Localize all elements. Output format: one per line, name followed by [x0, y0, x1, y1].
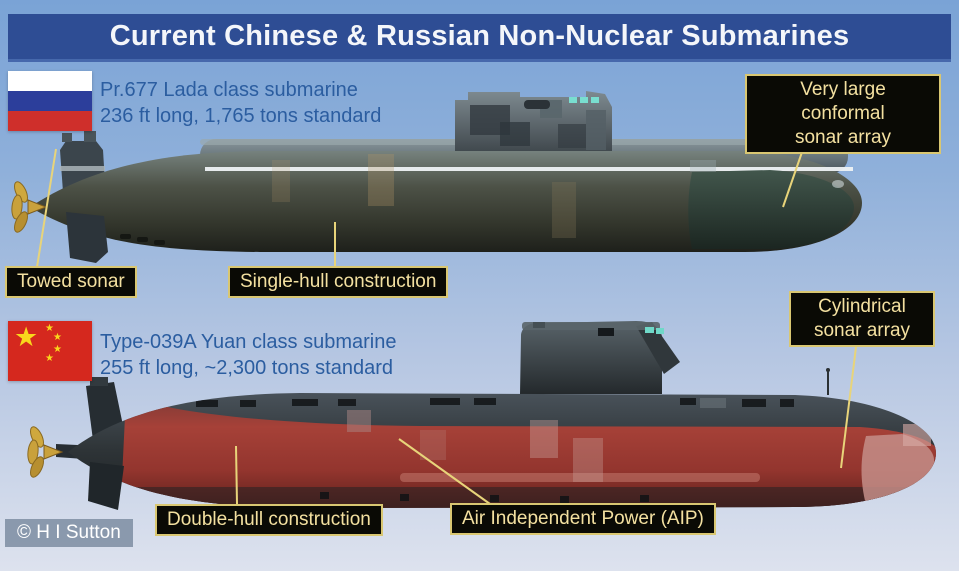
russian-sub-info: Pr.677 Lada class submarine 236 ft long,… [100, 77, 381, 129]
leader-lines [36, 128, 857, 505]
russia-flag-red-stripe [8, 111, 92, 131]
annotation-single-hull: Single-hull construction [228, 266, 449, 298]
annotation-aip: Air Independent Power (AIP) [450, 503, 716, 535]
chinese-sub-name: Type-039A Yuan class submarine [100, 331, 397, 353]
yuan-propeller [27, 426, 64, 478]
leader-line-towed-sonar [36, 148, 57, 268]
chinese-sub-specs: 255 ft long, ~2,300 tons standard [100, 357, 393, 379]
credit-badge: © H I Sutton [5, 519, 133, 547]
china-flag-big-star: ★ [14, 322, 39, 352]
russia-flag-blue-stripe [8, 91, 92, 111]
lada-submarine-illustration [11, 91, 862, 263]
leader-line-aip [398, 438, 491, 505]
leader-line-cylindrical-sonar [840, 346, 857, 469]
russia-flag-white-stripe [8, 71, 92, 91]
russia-flag-icon [8, 71, 92, 131]
russian-sub-specs: 236 ft long, 1,765 tons standard [100, 105, 382, 127]
page-title: Current Chinese & Russian Non-Nuclear Su… [109, 20, 850, 52]
annotation-cylindrical-sonar: Cylindrical sonar array [789, 291, 935, 347]
china-flag-small-star: ★ [53, 332, 62, 343]
china-flag-icon: ★ ★ ★ ★ ★ [8, 321, 92, 381]
russian-sub-name: Pr.677 Lada class submarine [100, 79, 358, 101]
leader-line-double-hull [235, 445, 238, 505]
china-flag-small-star: ★ [45, 323, 54, 334]
annotation-towed-sonar: Towed sonar [5, 266, 137, 298]
lada-propeller [11, 181, 48, 233]
yuan-submarine-illustration [27, 321, 936, 510]
chinese-sub-info: Type-039A Yuan class submarine 255 ft lo… [100, 329, 396, 381]
title-bar: Current Chinese & Russian Non-Nuclear Su… [8, 14, 951, 62]
china-flag-small-star: ★ [45, 353, 54, 364]
annotation-double-hull: Double-hull construction [155, 504, 383, 536]
annotation-conformal-sonar: Very large conformal sonar array [745, 74, 941, 154]
china-flag-small-star: ★ [53, 344, 62, 355]
